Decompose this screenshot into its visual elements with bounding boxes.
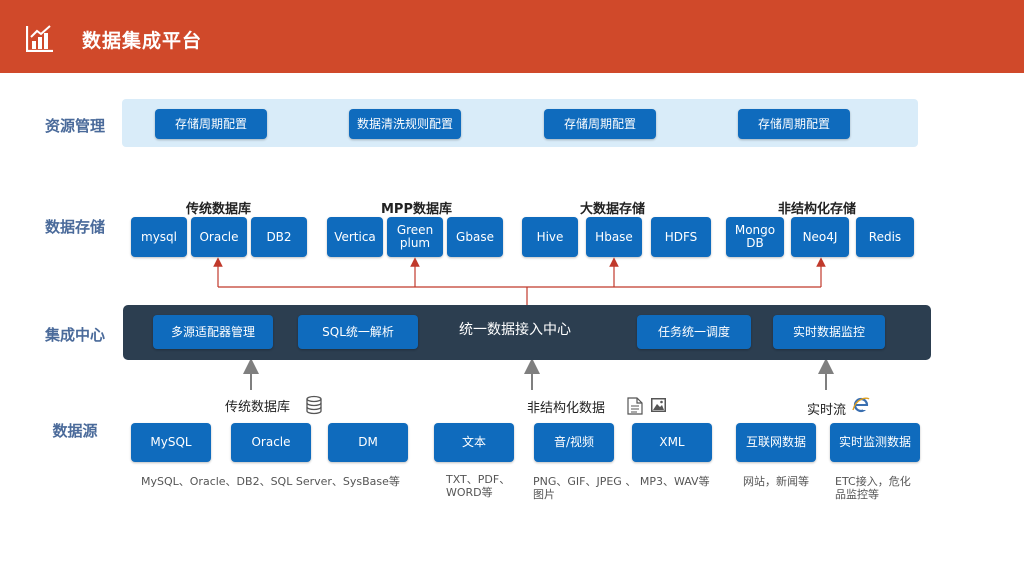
storage-item-hdfs[interactable]: HDFS [651,217,711,257]
resource-item-1[interactable]: 存储周期配置 [155,109,267,139]
storage-item-mongodb[interactable]: Mongo DB [726,217,784,257]
source-item-dm[interactable]: DM [328,423,408,462]
storage-item-db2[interactable]: DB2 [251,217,307,257]
source-group-title-traditional: 传统数据库 [225,400,291,415]
source-item-xml[interactable]: XML [632,423,712,462]
storage-item-greenplum[interactable]: Green plum [387,217,443,257]
center-item-adapter[interactable]: 多源适配器管理 [153,315,273,349]
storage-item-oracle[interactable]: Oracle [191,217,247,257]
resource-item-4[interactable]: 存储周期配置 [738,109,850,139]
page-title: 数据集成平台 [82,30,203,52]
image-icon [651,398,666,412]
resource-item-3[interactable]: 存储周期配置 [544,109,656,139]
row-label-center: 集成中心 [44,326,105,344]
center-item-monitor[interactable]: 实时数据监控 [773,315,885,349]
browser-e-icon [852,397,870,413]
source-item-internet[interactable]: 互联网数据 [736,423,816,462]
row-label-source: 数据源 [52,422,98,440]
storage-group-title-bigdata: 大数据存储 [580,202,646,217]
header-bar: 数据集成平台 [0,0,1024,73]
storage-item-vertica[interactable]: Vertica [327,217,383,257]
source-item-realtime-monitor[interactable]: 实时监测数据 [830,423,920,462]
row-label-resource: 资源管理 [44,117,105,135]
center-item-sql[interactable]: SQL统一解析 [298,315,418,349]
center-item-scheduler[interactable]: 任务统一调度 [637,315,751,349]
note-internet: 网站，新闻等 [743,475,809,488]
storage-item-hive[interactable]: Hive [522,217,578,257]
document-icon [627,397,643,415]
source-item-mysql[interactable]: MySQL [131,423,211,462]
storage-item-mysql[interactable]: mysql [131,217,187,257]
storage-group-title-mpp: MPP数据库 [381,202,452,217]
bar-chart-icon [26,25,53,52]
database-icon [306,395,322,415]
storage-item-hbase[interactable]: Hbase [586,217,642,257]
resource-item-2[interactable]: 数据清洗规则配置 [349,109,461,139]
storage-item-gbase[interactable]: Gbase [447,217,503,257]
note-traditional: MySQL、Oracle、DB2、SQL Server、SysBase等 [141,475,400,488]
note-realtime: ETC接入，危化品监控等 [835,475,911,501]
note-text: TXT、PDF、WORD等 [446,473,511,499]
row-label-storage: 数据存储 [44,218,105,236]
source-group-title-realtime: 实时流 [807,403,847,418]
storage-group-title-unstructured: 非结构化存储 [778,202,857,217]
source-item-audio-video[interactable]: 音/视频 [534,423,614,462]
storage-item-redis[interactable]: Redis [856,217,914,257]
storage-group-title-traditional: 传统数据库 [186,202,252,217]
source-group-title-unstructured: 非结构化数据 [527,401,606,416]
source-item-oracle[interactable]: Oracle [231,423,311,462]
note-media: PNG、GIF、JPEG 、 MP3、WAV等图片 [533,475,710,501]
source-item-text[interactable]: 文本 [434,423,514,462]
storage-item-neo4j[interactable]: Neo4J [791,217,849,257]
center-title: 统一数据接入中心 [459,322,571,338]
